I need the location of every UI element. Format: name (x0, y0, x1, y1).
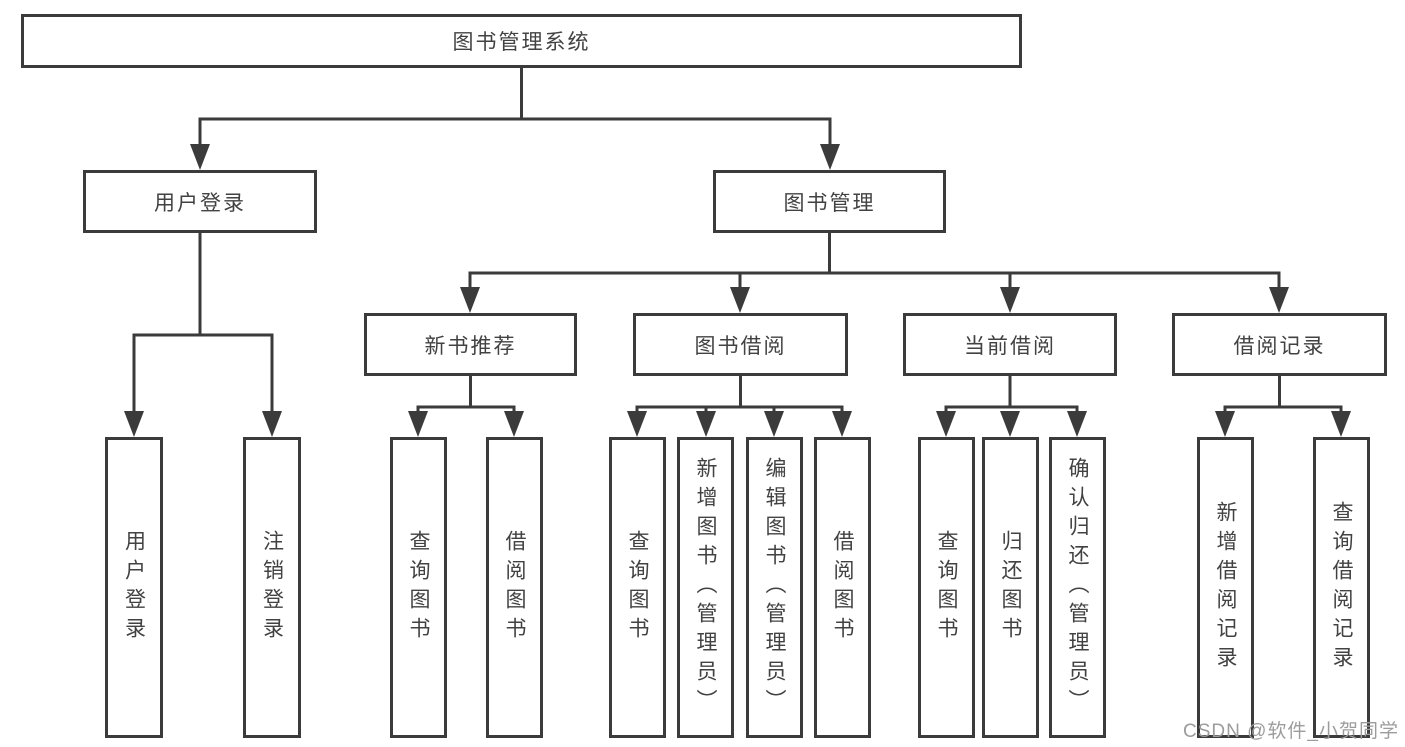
leaf-label: 查询图书 (626, 529, 650, 646)
node-label: 用户登录 (154, 191, 246, 215)
node-library-management-system: 图书管理系统 (21, 14, 1022, 68)
node-book-borrowing: 图书借阅 (633, 313, 848, 376)
node-user-login: 用户登录 (83, 170, 317, 233)
leaf-label: 用户登录 (122, 529, 146, 646)
leaf-label: 新增借阅记录 (1214, 500, 1238, 675)
node-label: 图书管理系统 (452, 31, 591, 54)
leaf-query-books-recommend: 查询图书 (390, 437, 447, 738)
node-book-management: 图书管理 (713, 170, 946, 233)
leaf-label: 借阅图书 (831, 529, 855, 646)
leaf-label: 新增图书（管理员） (694, 457, 718, 718)
node-label: 图书借阅 (694, 334, 787, 358)
node-label: 图书管理 (783, 191, 876, 215)
leaf-borrow-books: 借阅图书 (814, 437, 871, 738)
node-new-book-recommendation: 新书推荐 (364, 313, 577, 376)
leaf-query-borrow-record: 查询借阅记录 (1313, 437, 1370, 738)
node-current-borrowing: 当前借阅 (903, 313, 1117, 376)
leaf-label: 查询借阅记录 (1330, 500, 1354, 675)
leaf-label: 注销登录 (260, 529, 284, 646)
leaf-label: 查询图书 (407, 529, 431, 646)
leaf-label: 编辑图书（管理员） (763, 457, 787, 718)
leaf-add-borrow-record: 新增借阅记录 (1197, 437, 1254, 738)
leaf-logout: 注销登录 (243, 437, 301, 738)
leaf-query-books-borrowing: 查询图书 (609, 437, 666, 738)
node-label: 新书推荐 (424, 334, 517, 358)
leaf-query-books-current: 查询图书 (918, 437, 975, 738)
leaf-label: 归还图书 (999, 529, 1023, 646)
leaf-user-login: 用户登录 (105, 437, 163, 738)
leaf-label: 查询图书 (935, 529, 959, 646)
node-borrowing-records: 借阅记录 (1172, 313, 1387, 376)
leaf-return-book: 归还图书 (982, 437, 1039, 738)
node-label: 当前借阅 (964, 334, 1056, 358)
node-label: 借阅记录 (1233, 334, 1326, 358)
leaf-borrow-books-recommend: 借阅图书 (486, 437, 543, 738)
leaf-edit-book-admin: 编辑图书（管理员） (746, 437, 803, 738)
leaf-confirm-return-admin: 确认归还（管理员） (1049, 437, 1106, 738)
leaf-add-book-admin: 新增图书（管理员） (677, 437, 734, 738)
leaf-label: 确认归还（管理员） (1066, 457, 1090, 718)
leaf-label: 借阅图书 (503, 529, 527, 646)
watermark: CSDN @软件_小贺同学 (1183, 721, 1399, 742)
